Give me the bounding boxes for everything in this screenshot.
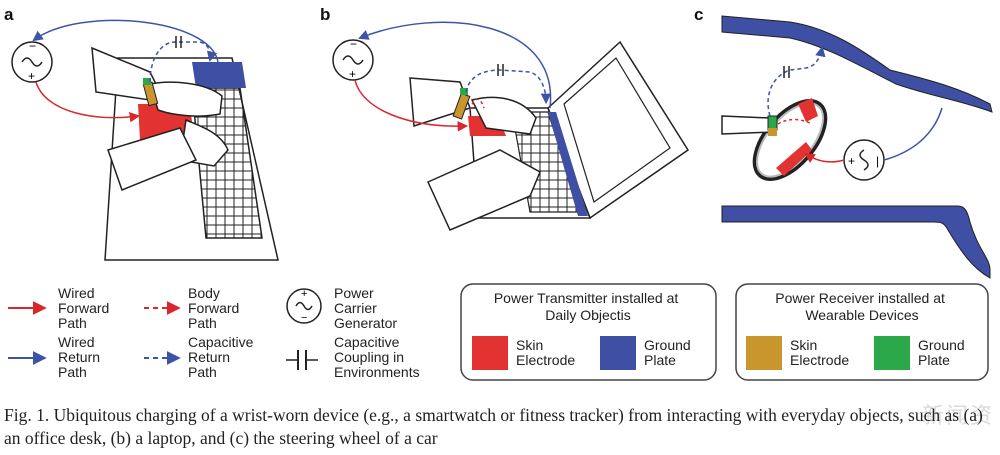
legend-body-forward-label: Body Forward Path <box>188 285 243 331</box>
svg-text:−: − <box>350 37 357 51</box>
panel-a-label: a <box>4 5 14 24</box>
watch-a-ground <box>143 78 151 85</box>
wired-return-path-c <box>883 107 943 161</box>
svg-text:−: − <box>301 312 307 324</box>
wheel-skin-electrode-bottom <box>776 142 812 176</box>
receiver-title: Power Receiver installed at Wearable Dev… <box>775 290 949 323</box>
panel-b-label: b <box>320 5 330 24</box>
hand-left <box>149 81 223 117</box>
receiver-box: Power Receiver installed at Wearable Dev… <box>735 283 989 381</box>
wired-return-path-a <box>32 19 219 63</box>
body-forward-path-c <box>777 118 813 125</box>
capacitive-return-path-a <box>149 41 218 83</box>
arm-c <box>721 115 775 135</box>
car-roof <box>721 15 993 113</box>
desk-ground-plate <box>192 62 246 88</box>
arm-right-b <box>427 149 541 231</box>
legend-power-carrier-label: Power Carrier Generator <box>334 285 397 331</box>
capacitive-return-path-c <box>767 45 826 117</box>
panel-c: c + | <box>694 5 993 279</box>
svg-text:−: − <box>29 39 36 53</box>
legend-wired-return-label: Wired Return Path <box>58 334 104 380</box>
transmitter-title: Power Transmitter installed at Daily Obj… <box>494 290 682 323</box>
transmitter-box: Power Transmitter installed at Daily Obj… <box>460 283 717 381</box>
legend-wired-forward-label: Wired Forward Path <box>58 285 113 331</box>
legend-capacitive-coupling-label: Capacitive Coupling in Environments <box>334 334 420 380</box>
receiver-skin-swatch <box>746 336 782 370</box>
transmitter-ground-label: Ground Plate <box>644 337 695 368</box>
wired-return-path-b <box>358 21 552 109</box>
watch-c <box>768 128 777 136</box>
svg-text:+: + <box>349 67 356 81</box>
watermark: 新闻资 <box>921 404 994 429</box>
svg-text:|: | <box>876 154 879 168</box>
wired-forward-path-a <box>35 81 141 123</box>
receiver-ground-swatch <box>874 336 910 370</box>
transmitter-skin-swatch <box>472 336 508 370</box>
receiver-skin-label: Skin Electrode <box>790 337 849 368</box>
panel-b: b − + <box>320 5 690 231</box>
hand-left-b <box>470 96 537 135</box>
receiver-ground-label: Ground Plate <box>918 337 969 368</box>
svg-text:+: + <box>301 288 307 300</box>
capacitive-return-path-b <box>465 69 552 105</box>
laptop-ground-plate <box>548 112 588 216</box>
legend: Wired Forward Path Wired Return Path Bod… <box>8 285 420 380</box>
watch-b-ground <box>460 88 468 95</box>
legend-capacitive-return-label: Capacitive Return Path <box>188 334 257 380</box>
wired-forward-path-b <box>354 79 469 132</box>
panel-a: a − + <box>4 5 279 261</box>
watch-c-ground <box>767 115 778 131</box>
car-floor <box>721 205 991 279</box>
transmitter-skin-label: Skin Electrode <box>516 337 575 368</box>
panel-c-label: c <box>694 5 703 24</box>
desk <box>104 57 279 261</box>
body-forward-path-b <box>469 98 485 111</box>
figure-caption: Fig. 1. Ubiquitous charging of a wrist-w… <box>4 405 983 448</box>
steering-wheel <box>752 99 828 181</box>
transmitter-ground-swatch <box>600 336 636 370</box>
legend-capacitor-icon <box>286 350 318 370</box>
svg-text:+: + <box>848 154 855 168</box>
wired-forward-path-c <box>804 152 845 164</box>
arm-right <box>107 127 198 191</box>
wheel-skin-electrode-top <box>798 98 818 122</box>
svg-text:+: + <box>28 69 35 83</box>
